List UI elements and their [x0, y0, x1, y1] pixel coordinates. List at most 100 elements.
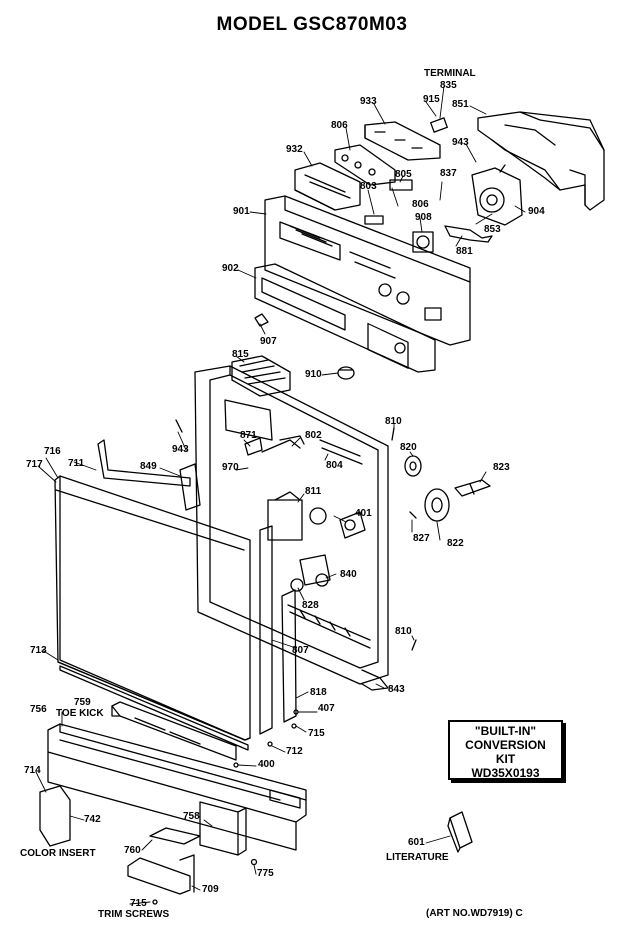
screw-715b — [152, 899, 158, 905]
part-933 — [364, 121, 441, 161]
leader-lines — [35, 85, 526, 905]
label-843: 843 — [388, 684, 405, 695]
label-756: 756 — [30, 704, 47, 715]
label-904: 904 — [528, 206, 545, 217]
label-827: 827 — [413, 533, 430, 544]
label-804: 804 — [326, 460, 343, 471]
part-823-latch — [454, 479, 491, 497]
part-759-bracket — [111, 701, 237, 761]
label-775: 775 — [257, 868, 274, 879]
label-806a: 806 — [331, 120, 348, 131]
part-803 — [364, 215, 384, 225]
screw-400 — [233, 762, 239, 768]
label-806b: 806 — [412, 199, 429, 210]
screw-712 — [267, 741, 273, 747]
caption-trim-screws: TRIM SCREWS — [98, 909, 170, 920]
part-820-cap — [404, 455, 422, 477]
part-932-switch — [294, 162, 361, 211]
label-716: 716 — [44, 446, 61, 457]
screw-810a — [391, 427, 395, 441]
part-849-strip — [179, 463, 201, 511]
screw-715 — [291, 723, 297, 729]
part-818-strip — [281, 589, 297, 723]
inner-door-frame — [194, 355, 389, 685]
label-805: 805 — [395, 169, 412, 180]
label-802: 802 — [305, 430, 322, 441]
label-915: 915 — [423, 94, 440, 105]
label-712: 712 — [286, 746, 303, 757]
label-715b: 715 — [130, 898, 147, 909]
label-943a: 943 — [452, 137, 469, 148]
part-904-timer — [471, 164, 523, 226]
label-853: 853 — [484, 224, 501, 235]
part-908-knob — [412, 231, 434, 253]
outer-door-panel — [54, 475, 251, 751]
part-805 — [389, 179, 413, 191]
label-932: 932 — [286, 144, 303, 155]
label-881: 881 — [456, 246, 473, 257]
label-717: 717 — [26, 459, 43, 470]
control-housing — [477, 111, 605, 211]
conversion-kit-box: "BUILT-IN" CONVERSION KIT WD35X0193 — [448, 720, 563, 780]
screw-827 — [409, 511, 417, 519]
label-910: 910 — [305, 369, 322, 380]
caption-color-insert: COLOR INSERT — [20, 848, 96, 859]
part-907-clip — [254, 313, 269, 327]
label-871: 871 — [240, 430, 257, 441]
label-810a: 810 — [385, 416, 402, 427]
label-807: 807 — [292, 645, 309, 656]
label-943b: 943 — [172, 444, 189, 455]
label-908: 908 — [415, 212, 432, 223]
label-818: 818 — [310, 687, 327, 698]
label-902: 902 — [222, 263, 239, 274]
label-823: 823 — [493, 462, 510, 473]
label-715a: 715 — [308, 728, 325, 739]
part-758-lower — [199, 801, 247, 856]
label-713: 713 — [30, 645, 47, 656]
label-400: 400 — [258, 759, 275, 770]
part-902-panel — [254, 263, 436, 373]
label-401: 401 — [355, 508, 372, 519]
kit-line-1: "BUILT-IN" — [474, 724, 537, 738]
label-820: 820 — [400, 442, 417, 453]
label-811: 811 — [305, 486, 322, 497]
screw-775 — [250, 858, 258, 866]
label-849: 849 — [140, 461, 157, 472]
label-601: 601 — [408, 837, 425, 848]
screw-943b — [175, 419, 183, 433]
kit-line-4: WD35X0193 — [471, 766, 540, 780]
part-910-knob — [337, 366, 355, 380]
terminal-part — [430, 117, 448, 133]
part-843-wire — [361, 669, 389, 691]
part-709-trim — [127, 827, 201, 895]
art-number: (ART NO.WD7919) C — [426, 908, 523, 919]
part-711-bracket — [97, 439, 191, 487]
label-714: 714 — [24, 765, 41, 776]
label-815: 815 — [232, 349, 249, 360]
label-742: 742 — [84, 814, 101, 825]
label-828: 828 — [302, 600, 319, 611]
label-837: 837 — [440, 168, 457, 179]
label-760: 760 — [124, 845, 141, 856]
label-terminal: TERMINAL — [424, 68, 476, 79]
label-709: 709 — [202, 884, 219, 895]
model-title: MODEL GSC870M03 — [216, 14, 408, 35]
label-407: 407 — [318, 703, 335, 714]
kit-line-2: CONVERSION — [465, 738, 546, 752]
caption-literature: LITERATURE — [386, 852, 449, 863]
label-711: 711 — [68, 458, 85, 469]
label-822: 822 — [447, 538, 464, 549]
label-901: 901 — [233, 206, 250, 217]
label-907: 907 — [260, 336, 277, 347]
literature-icon — [447, 811, 473, 853]
label-970: 970 — [222, 462, 239, 473]
kit-line-3: KIT — [495, 752, 516, 766]
label-toe-kick: TOE KICK — [56, 708, 104, 719]
label-851: 851 — [452, 99, 469, 110]
toe-kick-panel — [47, 723, 307, 851]
part-881-bracket — [444, 225, 493, 243]
label-803: 803 — [360, 181, 377, 192]
part-806-board — [334, 144, 396, 186]
part-742-insert — [39, 785, 71, 847]
